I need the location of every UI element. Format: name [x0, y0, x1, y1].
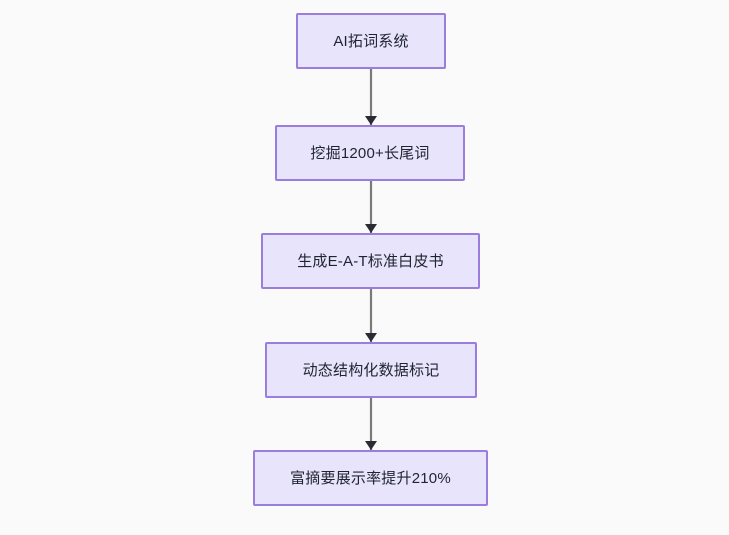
flow-node-label: AI拓词系统 [333, 32, 409, 50]
connector-arrow-2 [365, 181, 377, 233]
flow-node-rich-snippet-impression-lift[interactable]: 富摘要展示率提升210% [253, 450, 488, 506]
connector-arrow-3 [365, 289, 377, 342]
flow-node-mine-longtail-keywords[interactable]: 挖掘1200+长尾词 [275, 125, 465, 181]
flow-node-label: 动态结构化数据标记 [302, 361, 440, 379]
flow-node-label: 生成E-A-T标准白皮书 [297, 252, 444, 270]
flow-node-label: 挖掘1200+长尾词 [310, 144, 430, 162]
flow-node-dynamic-structured-data-markup[interactable]: 动态结构化数据标记 [265, 342, 477, 398]
flow-node-ai-keyword-system[interactable]: AI拓词系统 [296, 13, 446, 69]
flow-node-label: 富摘要展示率提升210% [290, 469, 451, 487]
connector-arrow-1 [365, 69, 377, 125]
connector-arrow-4 [365, 398, 377, 450]
flow-node-generate-eat-whitepaper[interactable]: 生成E-A-T标准白皮书 [261, 233, 480, 289]
